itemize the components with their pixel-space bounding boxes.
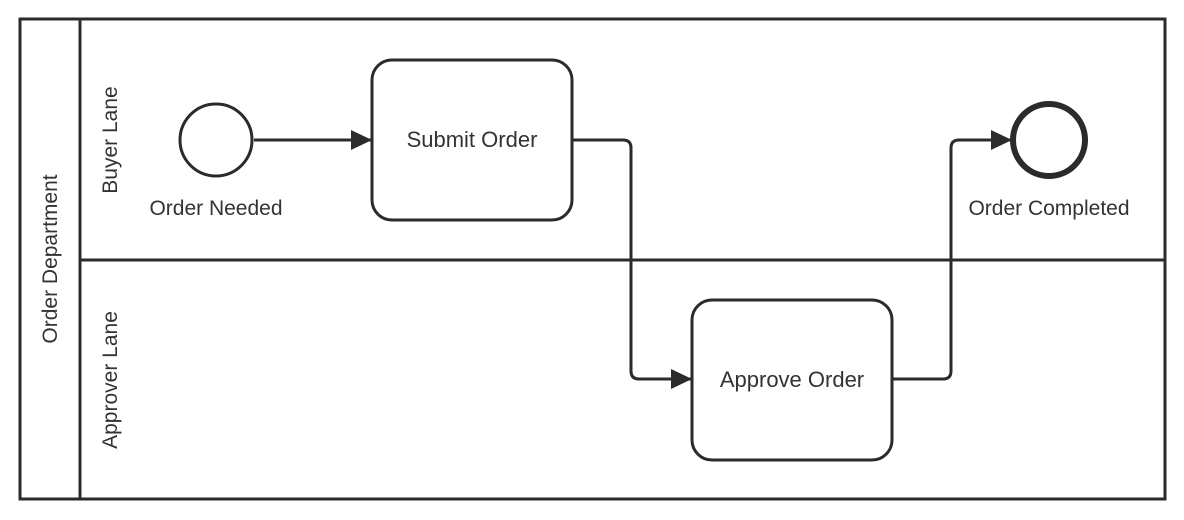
lane-label-approver: Approver Lane bbox=[99, 311, 122, 449]
sequence-flows bbox=[254, 130, 1012, 389]
end-event[interactable] bbox=[1010, 101, 1088, 179]
end-event-label: Order Completed bbox=[968, 197, 1129, 220]
task-approve-order-label: Approve Order bbox=[720, 367, 864, 392]
start-event[interactable] bbox=[178, 102, 254, 178]
task-approve-order[interactable] bbox=[690, 298, 894, 462]
task-submit-order-label: Submit Order bbox=[407, 127, 538, 152]
flow-approve-to-end[interactable] bbox=[892, 130, 1012, 381]
start-event-label: Order Needed bbox=[149, 197, 282, 220]
lane-label-buyer: Buyer Lane bbox=[99, 86, 122, 193]
pool-label: Order Department bbox=[39, 174, 62, 343]
flow-submit-to-approve[interactable] bbox=[572, 138, 692, 389]
task-submit-order[interactable] bbox=[370, 58, 574, 222]
